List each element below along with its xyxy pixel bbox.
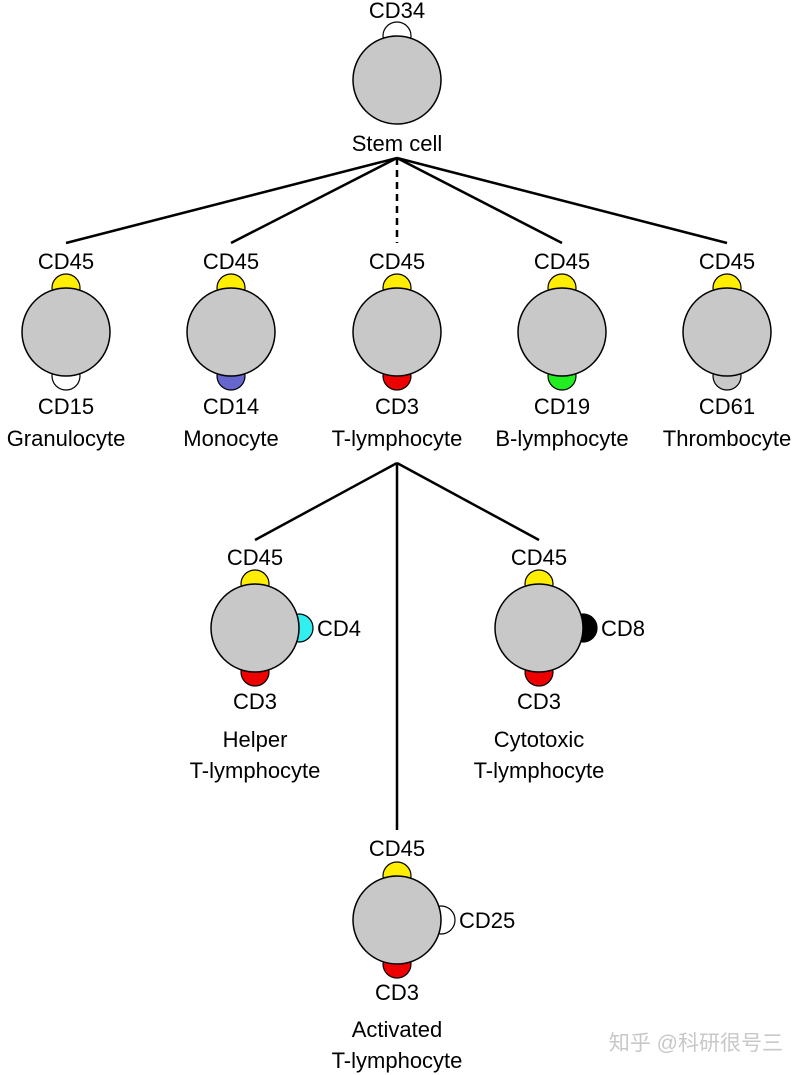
edges-layer bbox=[65, 156, 728, 830]
edge-stem-to-b_lymphocyte bbox=[396, 156, 563, 245]
marker-label-top-thrombocyte: CD45 bbox=[699, 249, 755, 274]
cell-name-t-lymphocyte: T-lymphocyte bbox=[332, 426, 463, 451]
cell-name-stem: Stem cell bbox=[352, 131, 442, 156]
cell-body-stem bbox=[352, 35, 442, 125]
cell-name-b-lymphocyte: B-lymphocyte bbox=[495, 426, 628, 451]
marker-label-side-helper-t: CD4 bbox=[317, 616, 361, 641]
cell-name-activated-t: Activated bbox=[352, 1017, 443, 1042]
cell-name-monocyte: Monocyte bbox=[183, 426, 278, 451]
edge-stem-to-thrombocyte bbox=[396, 156, 728, 245]
cell-body-helper-t bbox=[210, 583, 300, 673]
marker-label-bottom-helper-t: CD3 bbox=[233, 689, 277, 714]
cell-name-helper-t: Helper bbox=[223, 727, 288, 752]
cell-name-cytotoxic-t: Cytotoxic bbox=[494, 727, 584, 752]
marker-label-top-b-lymphocyte: CD45 bbox=[534, 249, 590, 274]
marker-label-bottom-cytotoxic-t: CD3 bbox=[517, 689, 561, 714]
cell-body-granulocyte bbox=[21, 287, 111, 377]
marker-label-top-granulocyte: CD45 bbox=[38, 249, 94, 274]
cell-name-thrombocyte: Thrombocyte bbox=[663, 426, 791, 451]
marker-label-top-stem: CD34 bbox=[369, 0, 425, 23]
marker-label-bottom-monocyte: CD14 bbox=[203, 394, 259, 419]
watermark-text: 知乎 @科研很号三 bbox=[609, 1032, 783, 1055]
edge-t_lymphocyte-to-helper_t bbox=[254, 461, 398, 542]
marker-label-top-monocyte: CD45 bbox=[203, 249, 259, 274]
marker-label-bottom-t-lymphocyte: CD3 bbox=[375, 394, 419, 419]
cell-body-cytotoxic-t bbox=[494, 583, 584, 673]
marker-label-top-cytotoxic-t: CD45 bbox=[511, 545, 567, 570]
cell-body-activated-t bbox=[352, 875, 442, 965]
cell-body-b-lymphocyte bbox=[517, 287, 607, 377]
cell-name-granulocyte: Granulocyte bbox=[7, 426, 126, 451]
cell-body-monocyte bbox=[186, 287, 276, 377]
marker-label-side-activated-t: CD25 bbox=[459, 908, 515, 933]
marker-label-top-activated-t: CD45 bbox=[369, 836, 425, 861]
marker-label-bottom-b-lymphocyte: CD19 bbox=[534, 394, 590, 419]
marker-label-top-helper-t: CD45 bbox=[227, 545, 283, 570]
cell-body-thrombocyte bbox=[682, 287, 772, 377]
marker-label-bottom-thrombocyte: CD61 bbox=[699, 394, 755, 419]
cell-name-activated-t-line2: T-lymphocyte bbox=[332, 1048, 463, 1073]
cell-body-t-lymphocyte bbox=[352, 287, 442, 377]
edge-t_lymphocyte-to-cytotoxic_t bbox=[396, 461, 540, 542]
edge-stem-to-monocyte bbox=[230, 156, 398, 245]
marker-label-bottom-granulocyte: CD15 bbox=[38, 394, 94, 419]
cell-name-cytotoxic-t-line2: T-lymphocyte bbox=[474, 758, 605, 783]
marker-label-top-t-lymphocyte: CD45 bbox=[369, 249, 425, 274]
marker-label-bottom-activated-t: CD3 bbox=[375, 980, 419, 1005]
cell-name-helper-t-line2: T-lymphocyte bbox=[190, 758, 321, 783]
marker-label-side-cytotoxic-t: CD8 bbox=[601, 616, 645, 641]
edge-stem-to-granulocyte bbox=[65, 156, 398, 245]
